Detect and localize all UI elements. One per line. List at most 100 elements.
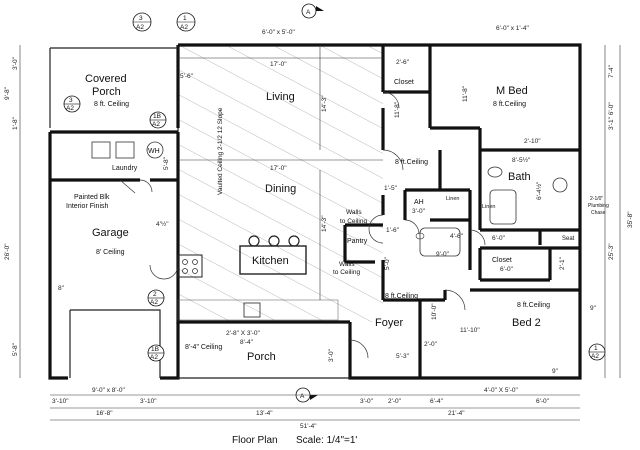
tag-2-a2: 2A2 — [147, 289, 165, 307]
svg-text:A2: A2 — [66, 105, 74, 112]
svg-text:4'½": 4'½" — [156, 220, 169, 228]
walls-note-2a: Walls — [339, 261, 355, 268]
kitchen-label: Kitchen — [252, 255, 289, 267]
svg-text:2'-8" X 3'-0": 2'-8" X 3'-0" — [226, 330, 261, 337]
painted-note-1: Painted Blk — [74, 194, 110, 201]
tag-3-a2-top: 3A2 — [132, 12, 152, 32]
svg-text:5'-3": 5'-3" — [396, 353, 410, 360]
svg-text:9'-0" x 8'-0": 9'-0" x 8'-0" — [92, 387, 125, 394]
exterior-walls — [48, 43, 582, 380]
tag-1-a2-right: 1A2 — [588, 343, 606, 361]
svg-text:1'-8": 1'-8" — [12, 116, 19, 130]
svg-text:9": 9" — [552, 368, 559, 375]
svg-text:3'-10": 3'-10" — [52, 398, 69, 405]
pantry-label: Pantry — [347, 238, 368, 245]
plumbing-note-3: Chase — [591, 210, 606, 216]
great-room-hatch — [178, 46, 383, 322]
svg-text:2: 2 — [153, 291, 157, 298]
svg-text:1'-5": 1'-5" — [384, 185, 398, 192]
svg-text:A2: A2 — [152, 121, 160, 128]
svg-text:2'-0": 2'-0" — [424, 341, 438, 348]
svg-text:3'-10": 3'-10" — [140, 398, 157, 405]
svg-text:4'-6": 4'-6" — [450, 233, 464, 240]
dimension-lines — [19, 45, 621, 421]
foyer-ceiling: 8 ft.Ceiling — [385, 293, 418, 300]
covered-porch-label-2: Porch — [92, 86, 121, 98]
porch-label: Porch — [247, 351, 276, 363]
painted-note-2: Interior Finish — [66, 203, 109, 210]
svg-text:17'-0": 17'-0" — [270, 165, 287, 172]
tag-a-top: A — [301, 3, 324, 19]
svg-text:2'-0": 2'-0" — [388, 398, 402, 405]
fixtures — [91, 141, 568, 321]
room-labels: Living Dining Kitchen Garage 8' Ceiling … — [66, 73, 609, 363]
svg-text:6'-0": 6'-0" — [492, 235, 506, 242]
plumbing-note-2: Plumbing — [588, 203, 609, 209]
porch-ceiling: 8'-4" Ceiling — [185, 344, 222, 351]
svg-text:3'-0": 3'-0" — [12, 56, 19, 70]
tag-3-a2-porch: 3A2 — [63, 95, 81, 113]
walls-note-2b: to Ceiling — [333, 269, 360, 276]
svg-text:8": 8" — [58, 285, 65, 292]
walls-note-1b: to Ceiling — [340, 218, 367, 225]
covered-porch-ceiling: 8 ft. Ceiling — [94, 101, 129, 108]
bed2-ceiling: 8 ft.Ceiling — [517, 302, 550, 309]
floor-plan-title: Floor Plan — [232, 435, 278, 446]
svg-text:25'-3": 25'-3" — [608, 243, 615, 260]
m-bed-ceiling: 8 ft.Ceiling — [493, 101, 526, 108]
svg-text:9": 9" — [590, 305, 597, 312]
svg-text:2'-10": 2'-10" — [524, 138, 541, 145]
svg-text:26'-0": 26'-0" — [4, 243, 11, 260]
closet-bed2-dim: 6'-0" — [500, 266, 514, 273]
living-label: Living — [266, 91, 295, 103]
svg-text:8'-5½": 8'-5½" — [512, 156, 531, 164]
dining-label: Dining — [265, 183, 296, 195]
plumbing-note-1: 2-1/0" — [590, 196, 603, 202]
svg-text:6'-0" x 5'-0": 6'-0" x 5'-0" — [262, 29, 295, 36]
garage-label: Garage — [92, 227, 129, 239]
svg-text:A2: A2 — [150, 354, 158, 361]
svg-text:14'-3": 14'-3" — [321, 95, 328, 112]
svg-text:21'-4": 21'-4" — [448, 410, 465, 417]
walls-note-1a: Walls — [346, 209, 362, 216]
svg-text:3'-0": 3'-0" — [360, 398, 374, 405]
linen-label-1: Linen — [446, 196, 459, 202]
svg-text:A2: A2 — [180, 24, 188, 31]
linen-label-2: Linen — [482, 204, 495, 210]
svg-text:2'-1": 2'-1" — [559, 256, 566, 270]
svg-text:17'-0": 17'-0" — [270, 61, 287, 68]
door-swings — [119, 91, 486, 359]
svg-text:6'-0" x 1'-4": 6'-0" x 1'-4" — [496, 25, 529, 32]
svg-text:5'-0": 5'-0" — [384, 256, 391, 270]
svg-text:6'-4½": 6'-4½" — [535, 181, 543, 200]
svg-text:1B: 1B — [151, 346, 159, 353]
svg-text:1B: 1B — [153, 113, 161, 120]
svg-text:A: A — [306, 9, 311, 16]
svg-text:8'-4": 8'-4" — [240, 339, 254, 346]
svg-text:5'-8": 5'-8" — [163, 156, 170, 170]
m-bed-label: M Bed — [496, 85, 528, 97]
bed2-label: Bed 2 — [512, 317, 541, 329]
svg-text:A2: A2 — [136, 24, 144, 31]
svg-text:3'-0": 3'-0" — [328, 348, 335, 362]
garage-ceiling: 8' Ceiling — [96, 249, 125, 256]
closet-top-label: Closet — [394, 79, 414, 86]
svg-text:A2: A2 — [591, 353, 599, 360]
svg-text:6'-0": 6'-0" — [536, 398, 550, 405]
svg-text:9'-0": 9'-0" — [436, 251, 450, 258]
covered-porch-label-1: Covered — [85, 73, 127, 85]
svg-text:14'-3": 14'-3" — [321, 215, 328, 232]
svg-text:6'-4": 6'-4" — [430, 398, 444, 405]
bath-label: Bath — [508, 171, 531, 183]
svg-text:11'-10": 11'-10" — [460, 327, 480, 334]
svg-text:5'-8": 5'-8" — [12, 342, 19, 356]
svg-text:A: A — [300, 393, 305, 400]
svg-text:3'-1" 6'-0": 3'-1" 6'-0" — [608, 102, 615, 130]
tag-1-a2-top: 1A2 — [176, 12, 196, 32]
svg-text:3: 3 — [69, 97, 73, 104]
svg-text:11'-8": 11'-8" — [394, 101, 401, 118]
svg-text:4'-0" X 5'-0": 4'-0" X 5'-0" — [484, 387, 519, 394]
svg-text:13'-4": 13'-4" — [256, 410, 273, 417]
